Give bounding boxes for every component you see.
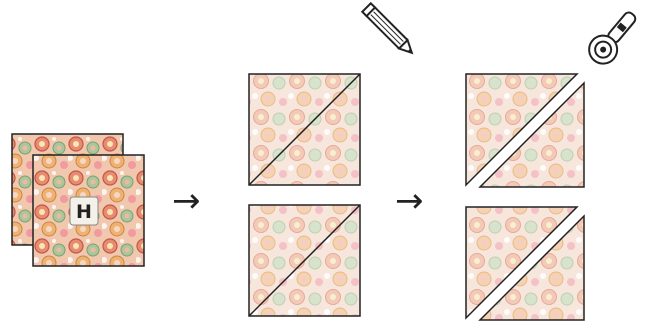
marked-square-bottom: [248, 204, 361, 317]
rotary-cutter-icon: [588, 11, 637, 65]
step-arrow-2: →: [395, 181, 424, 221]
marked-diagonal-line: [248, 204, 361, 317]
marked-diagonal-line: [248, 73, 361, 186]
step-arrow-1: →: [172, 181, 201, 221]
cut-triangle-lower: [478, 214, 585, 321]
cut-triangle-upper: [465, 206, 579, 320]
marked-square-top: [248, 73, 361, 186]
cut-square-top: [465, 73, 585, 188]
cut-square-bottom: [465, 206, 585, 321]
pencil-icon: [360, 1, 414, 55]
cut-triangle-lower: [478, 81, 585, 188]
size-label-badge: H: [69, 196, 99, 226]
cut-triangle-upper: [465, 73, 579, 187]
size-label: H: [76, 201, 92, 223]
